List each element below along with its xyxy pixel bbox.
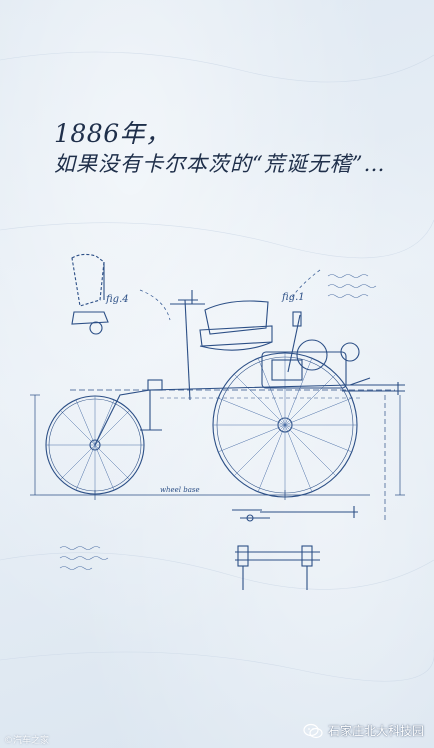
parts-detail	[232, 506, 358, 522]
steering-column	[170, 290, 205, 401]
fig-label-right: fig.1	[281, 292, 305, 303]
wechat-icon	[303, 723, 323, 738]
seat-detail-sketch	[71, 253, 109, 335]
account-name: 石家庄北大科技园	[327, 724, 424, 738]
heading: 1886年， 如果没有卡尔本茨的“荒诞无稽”…	[54, 118, 385, 178]
arrow-left	[139, 289, 171, 321]
engine	[261, 311, 360, 389]
account-badge: 石家庄北大科技园	[303, 722, 424, 739]
axle-detail-sketch	[235, 545, 320, 590]
rear-wheel	[212, 352, 358, 498]
rear-axle-rod	[342, 382, 405, 520]
heading-subtitle: 如果没有卡尔本茨的“荒诞无稽”…	[54, 152, 386, 177]
wheel-base-label: wheel base	[160, 486, 200, 494]
seat	[199, 300, 273, 351]
fig-label-left: fig.4	[105, 294, 129, 305]
dimension-lines	[30, 394, 405, 500]
watermark: ©汽车之家	[4, 736, 50, 746]
heading-year: 1886年，	[54, 119, 171, 148]
chassis-frame	[70, 377, 395, 446]
margin-notes	[59, 274, 377, 570]
